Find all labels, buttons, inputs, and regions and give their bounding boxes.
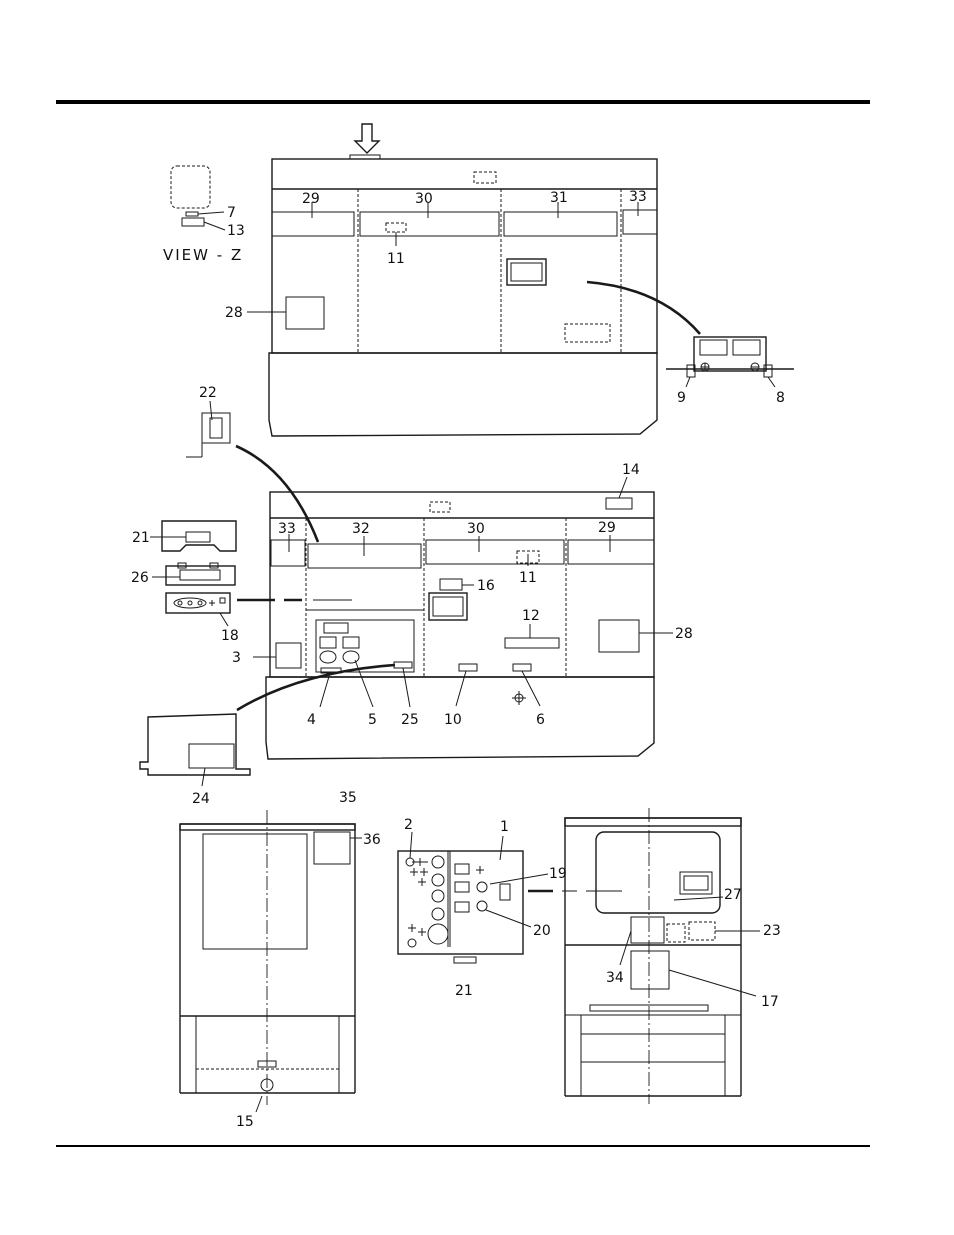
callout-33-middle: 33 — [278, 521, 296, 537]
callout-32: 32 — [352, 521, 370, 537]
control-panel-detail — [398, 832, 622, 963]
callout-1: 1 — [500, 819, 509, 835]
callout-7: 7 — [227, 205, 236, 221]
callout-26: 26 — [131, 570, 149, 586]
callout-28: 28 — [225, 305, 243, 321]
item-18-connector-detail — [166, 593, 230, 626]
callout-35: 35 — [339, 790, 357, 806]
callout-14: 14 — [622, 462, 640, 478]
callout-2: 2 — [404, 817, 413, 833]
callout-3: 3 — [232, 650, 241, 666]
control-box-detail — [666, 337, 794, 387]
view-z-caption: VIEW - Z — [163, 246, 243, 264]
callout-28-middle: 28 — [675, 626, 693, 642]
callout-25: 25 — [401, 712, 419, 728]
callout-10: 10 — [444, 712, 462, 728]
generator-right-end-view — [565, 808, 760, 1104]
callout-29: 29 — [302, 191, 320, 207]
callout-15: 15 — [236, 1114, 254, 1130]
callout-34: 34 — [606, 970, 624, 986]
item-21-decal-detail — [150, 521, 236, 551]
callout-24: 24 — [192, 791, 210, 807]
callout-30-middle: 30 — [467, 521, 485, 537]
callout-labels: 29 30 31 33 11 28 7 13 9 8 22 14 33 32 3… — [131, 189, 785, 1130]
item-26-decal-detail — [152, 563, 235, 585]
callout-22: 22 — [199, 385, 217, 401]
item-24-decal-detail — [140, 714, 250, 786]
callout-33: 33 — [629, 189, 647, 205]
callout-20: 20 — [533, 923, 551, 939]
callout-18: 18 — [221, 628, 239, 644]
callout-16: 16 — [477, 578, 495, 594]
callout-6: 6 — [536, 712, 545, 728]
callout-9: 9 — [677, 390, 686, 406]
callout-30: 30 — [415, 191, 433, 207]
callout-21-bottom: 21 — [455, 983, 473, 999]
callout-8: 8 — [776, 390, 785, 406]
callout-21: 21 — [132, 530, 150, 546]
callout-31: 31 — [550, 190, 568, 206]
callout-11: 11 — [387, 251, 405, 267]
callout-17: 17 — [761, 994, 779, 1010]
callout-36: 36 — [363, 832, 381, 848]
callout-5: 5 — [368, 712, 377, 728]
view-direction-arrow-icon — [355, 124, 379, 153]
callout-27: 27 — [724, 887, 742, 903]
callout-13: 13 — [227, 223, 245, 239]
generator-left-end-view — [180, 810, 362, 1112]
callout-23: 23 — [763, 923, 781, 939]
callout-11-middle: 11 — [519, 570, 537, 586]
callout-4: 4 — [307, 712, 316, 728]
callout-12: 12 — [522, 608, 540, 624]
callout-29-middle: 29 — [598, 520, 616, 536]
callout-19: 19 — [549, 866, 567, 882]
